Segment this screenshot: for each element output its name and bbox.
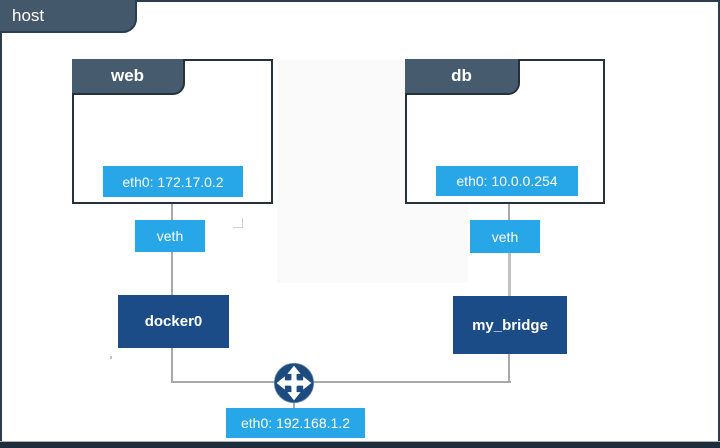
bridge-my-bridge: my_bridge (453, 296, 567, 354)
veth-right-text: veth (491, 228, 519, 245)
connector-db-to-veth (508, 204, 510, 221)
web-eth0-label: eth0: 172.17.0.2 (103, 166, 243, 197)
veth-right-label: veth (470, 220, 540, 253)
container-web-title: web (110, 66, 145, 85)
host-frame-top-border (0, 0, 720, 2)
host-frame-left-border (0, 0, 2, 448)
container-db-tab: db (405, 59, 520, 95)
host-eth0-text: eth0: 192.168.1.2 (241, 415, 350, 431)
container-db-title: db (451, 66, 472, 85)
db-eth0-text: eth0: 10.0.0.254 (456, 173, 558, 189)
connector-web-to-veth (171, 203, 173, 221)
host-eth0-label: eth0: 192.168.1.2 (226, 408, 365, 438)
container-web-tab: web (72, 59, 185, 95)
bridge-docker0-text: docker0 (144, 313, 203, 330)
artifact-corner-mark (233, 227, 243, 228)
veth-left-text: veth (156, 228, 184, 244)
veth-left-label: veth (135, 220, 205, 252)
connector-horizontal-bus (171, 381, 511, 383)
host-frame-bottom-line (0, 441, 720, 442)
artifact-corner-mark (242, 218, 243, 228)
db-eth0-label: eth0: 10.0.0.254 (436, 166, 578, 196)
router-cross-arrows-icon (273, 362, 315, 404)
host-tab-label: host (12, 6, 45, 25)
bridge-docker0: docker0 (118, 295, 229, 348)
container-db: db eth0: 10.0.0.254 (405, 59, 605, 204)
container-web: web eth0: 172.17.0.2 (72, 59, 273, 204)
connector-veth-to-mybridge (508, 253, 511, 297)
connector-docker0-to-hostline (171, 348, 173, 383)
host-tab: host (0, 0, 137, 33)
artifact-dot (110, 356, 112, 359)
connector-veth-to-docker0 (171, 252, 173, 296)
connector-mybridge-to-hostline (508, 354, 510, 383)
host-frame-right-border (718, 0, 720, 448)
host-frame-bottom-bar (0, 442, 720, 448)
web-eth0-text: eth0: 172.17.0.2 (122, 173, 224, 190)
bridge-my-bridge-text: my_bridge (472, 316, 548, 334)
